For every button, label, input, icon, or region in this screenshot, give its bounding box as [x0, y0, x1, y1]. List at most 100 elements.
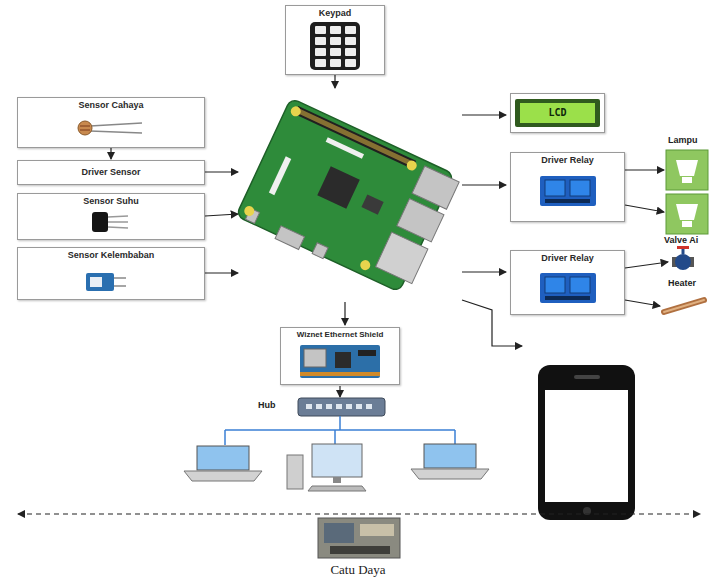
heater-icon-part — [664, 300, 704, 312]
power-supply-photo-part — [360, 524, 394, 536]
keypad-icon-part — [345, 26, 356, 34]
sensor-box: Sensor Suhu — [17, 193, 205, 240]
raspberry-pi-board-part — [397, 199, 444, 242]
network-cables-part — [224, 430, 226, 445]
relay-board-icon-part — [545, 180, 565, 196]
power-supply-span — [18, 514, 700, 515]
lamp-icon-part — [666, 194, 708, 234]
sensor-arrows-part — [625, 169, 664, 170]
relay-box: Driver Relay — [510, 250, 625, 315]
desktop-computer-icon-part — [312, 444, 362, 477]
relay-box: Driver Relay — [510, 152, 625, 222]
sensor-arrows — [205, 75, 668, 397]
light-sensor-icon-part — [80, 126, 90, 130]
network-hub-icon-part — [346, 404, 352, 409]
relay-board-icon-part — [570, 180, 590, 196]
raspberry-pi-board-part — [243, 204, 256, 217]
humidity-sensor-icon-part — [114, 285, 126, 287]
power-supply-photo-part — [330, 546, 390, 554]
network-hub-icon-part — [356, 404, 362, 409]
sensor-arrows-part — [205, 214, 238, 216]
lamp-icon-part — [676, 160, 698, 176]
raspberry-pi-board-part — [312, 243, 328, 259]
ethernet-shield-icon-part — [335, 352, 351, 368]
lamp-icon — [666, 150, 708, 234]
network-hub-icon-part — [336, 404, 342, 409]
sensor-arrows-part — [625, 205, 664, 212]
keypad-icon-part — [345, 59, 356, 67]
humidity-sensor-icon-part — [114, 277, 126, 279]
relay-board-icon-part — [545, 277, 565, 293]
laptop-icon-part — [411, 469, 489, 479]
lcd-display-icon-part — [515, 99, 600, 127]
box-heading: LCD — [548, 107, 566, 119]
laptop-icon-part — [184, 471, 262, 481]
relay-board-icon-part — [545, 199, 590, 203]
raspberry-pi-board-part — [326, 137, 364, 158]
ethernet-shield-icon-part — [300, 345, 380, 378]
raspberry-pi-board-part — [359, 258, 372, 271]
relay-board-icon-part — [540, 176, 596, 206]
sensor-arrows-part — [339, 386, 340, 397]
relay-board-icon-part — [540, 273, 596, 303]
relay-board-icon-part — [545, 296, 590, 300]
power-supply-span-part — [18, 513, 700, 514]
laptop-icon — [184, 446, 262, 481]
sensor-arrows-part — [462, 300, 522, 346]
keypad-icon-part — [330, 59, 341, 67]
humidity-sensor-icon — [86, 273, 126, 291]
ethernet-shield-icon — [300, 345, 380, 378]
keypad-icon — [310, 22, 360, 70]
box-heading: Sensor Suhu — [83, 196, 139, 207]
desktop-computer-icon — [287, 444, 366, 491]
heater-icon-part — [664, 300, 704, 312]
temperature-sensor-icon-part — [108, 216, 128, 217]
desktop-computer-icon-part — [333, 477, 341, 483]
sensor-arrows-part — [205, 171, 238, 172]
network-hub-icon — [298, 398, 385, 416]
sensor-arrows-part — [205, 272, 238, 273]
keypad-icon-part — [315, 26, 326, 34]
raspberry-pi-board-part — [275, 226, 304, 250]
network-cables-part — [339, 416, 341, 430]
valve-icon-part — [675, 254, 691, 270]
heater-icon — [664, 300, 704, 312]
raspberry-pi-board-part — [317, 166, 360, 209]
keypad-icon-part — [315, 59, 326, 67]
box-heading: Keypad — [319, 8, 352, 19]
box-heading: Driver Relay — [541, 155, 594, 166]
network-cables-part — [454, 430, 456, 444]
lamp-icon-part — [682, 221, 692, 227]
output-label: Lampu — [668, 135, 698, 146]
lamp-icon-part — [666, 150, 708, 190]
relay-board-icon-part — [570, 277, 590, 293]
ethernet-box: Wiznet Ethernet Shield — [280, 327, 400, 385]
raspberry-pi-board-part — [294, 106, 416, 169]
raspberry-pi-board-part — [269, 156, 291, 195]
raspberry-pi-board-part — [376, 232, 428, 283]
network-hub-icon-part — [326, 404, 332, 409]
sensor-arrows-part — [462, 184, 506, 185]
raspberry-pi-board-part — [289, 105, 302, 118]
keypad-icon-part — [330, 37, 341, 45]
temperature-sensor-icon-part — [108, 227, 128, 228]
keypad-icon-part — [315, 37, 326, 45]
lcd-display-icon — [515, 99, 600, 127]
network-cables — [225, 416, 455, 445]
humidity-sensor-icon-part — [86, 273, 114, 291]
network-hub-icon-part — [306, 404, 312, 409]
keypad-icon-part — [310, 22, 360, 70]
lamp-icon-part — [682, 177, 692, 183]
smartphone-icon-part — [545, 390, 628, 502]
laptop-icon-part — [424, 444, 476, 468]
sensor-arrows-part — [462, 271, 506, 272]
sensor-arrows-part — [334, 75, 335, 88]
network-hub-icon-part — [298, 398, 385, 416]
box-heading: Driver Relay — [541, 253, 594, 264]
ethernet-shield-icon-part — [358, 350, 376, 356]
light-sensor-icon — [78, 121, 142, 135]
